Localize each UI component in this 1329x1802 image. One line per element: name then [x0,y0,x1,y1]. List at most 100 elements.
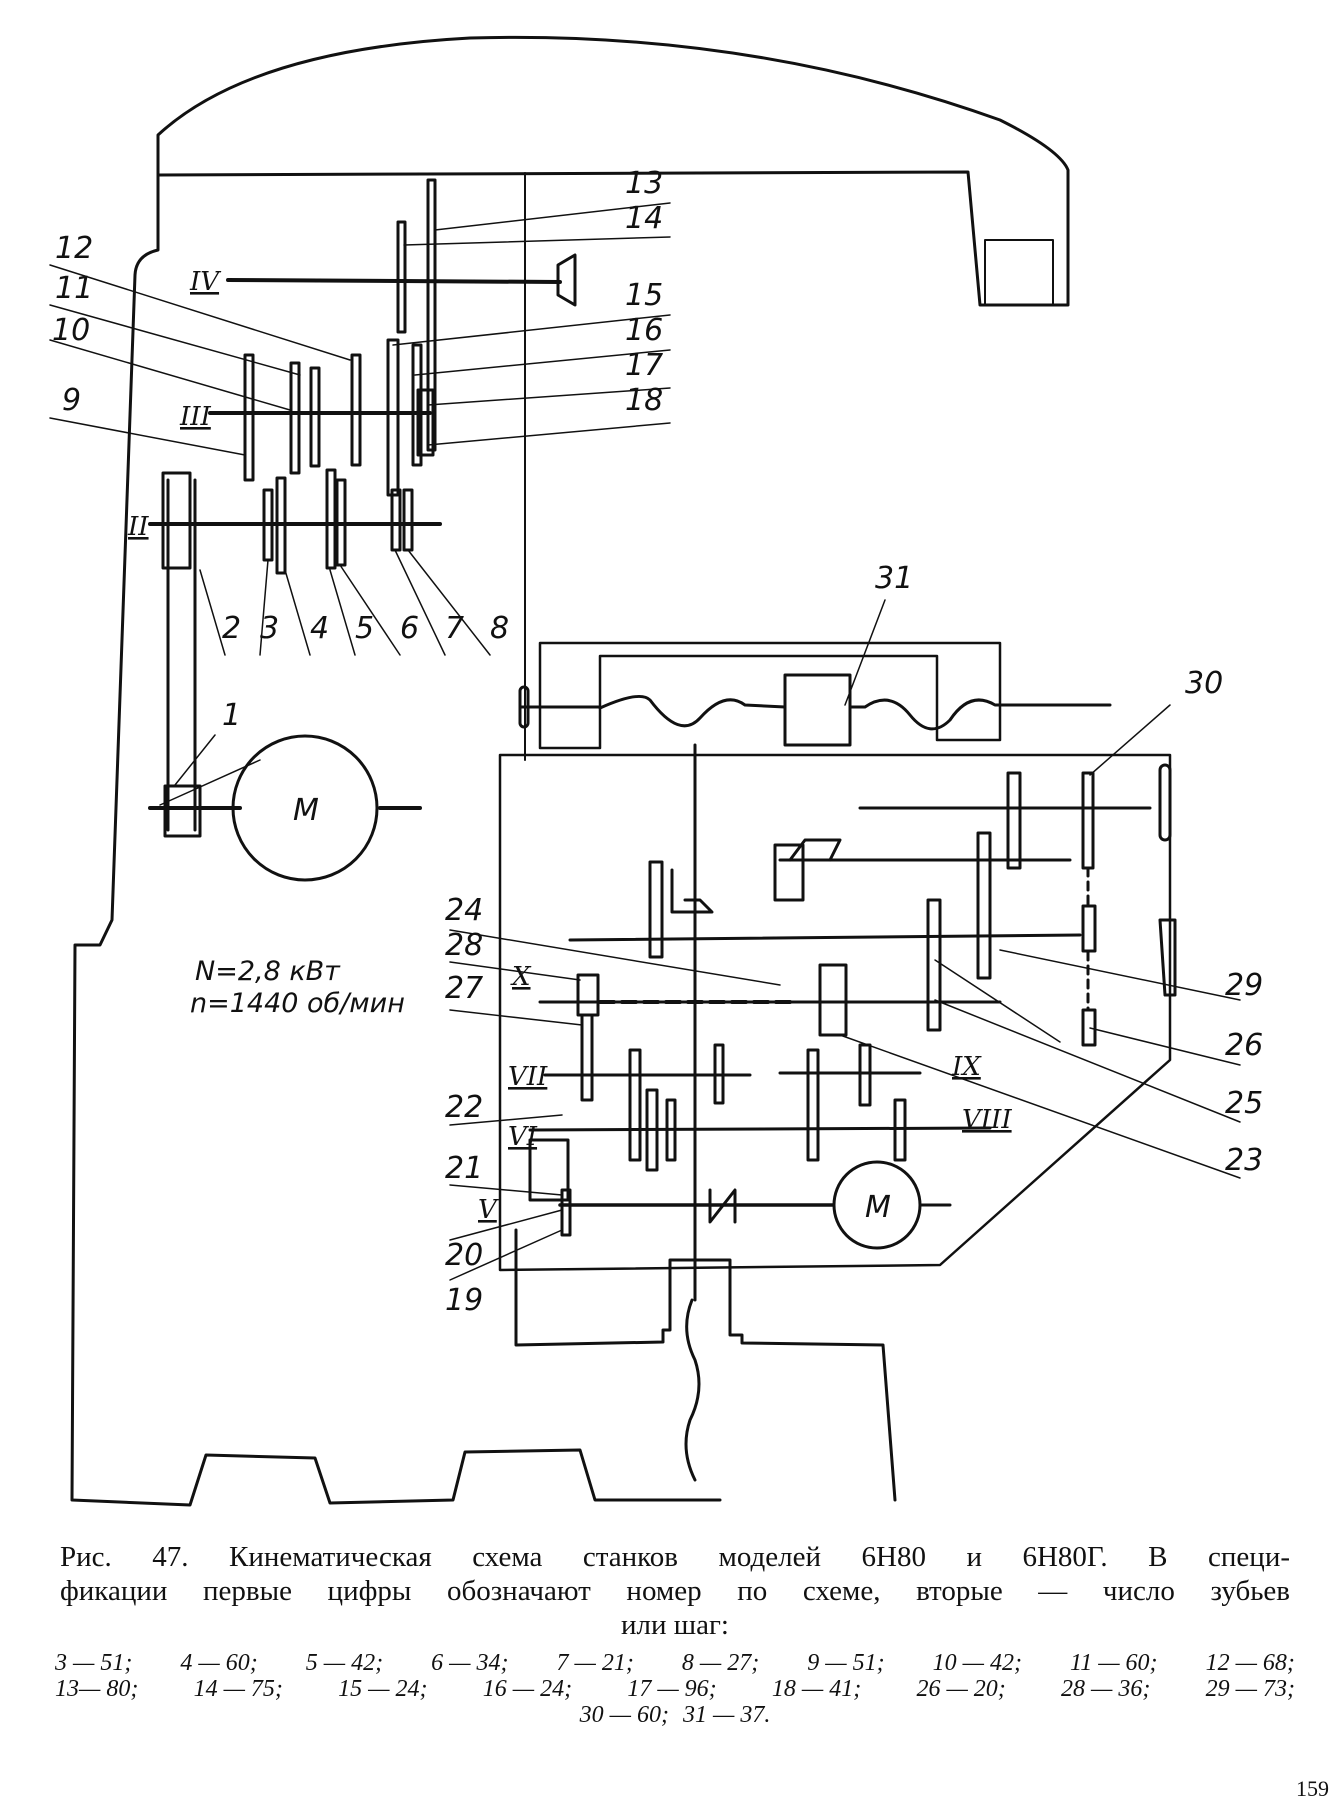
feed-motor-symbol: M [865,1190,891,1225]
gear-6 [335,478,347,567]
spec-item: 10 — 42; [932,1650,1022,1676]
spec-item: 31 — 37. [683,1702,771,1728]
spec-row-3: 30 — 60; 31 — 37. [55,1702,1295,1728]
caption-line-1: Рис. 47. Кинематическая схема станков мо… [60,1541,1290,1573]
gear-9 [243,353,255,482]
gear-15 [386,338,400,497]
page-number: 159 [1296,1776,1329,1801]
gear-cross [648,860,664,959]
part-label-8: 8 [490,611,509,646]
part-label-19: 19 [445,1283,483,1318]
handwheel-lower [1158,918,1177,997]
base-outline [514,1228,897,1502]
spec-item: 30 — 60; [579,1702,669,1728]
gear-11 [309,366,321,468]
spec-row-1: 3 — 51; 4 — 60; 5 — 42; 6 — 34; 7 — 21; … [55,1650,1295,1676]
handwheel-upper [1158,763,1172,842]
shaft-label-III: III [179,402,212,432]
part-label-17: 17 [625,348,663,383]
gear-block-IX [806,1048,820,1162]
part-label-31: 31 [875,561,913,596]
gear-26 [926,898,942,1032]
gear-8 [402,488,414,552]
part-label-2: 2 [222,611,241,646]
part-label-20: 20 [445,1238,483,1273]
gear-5 [325,468,337,570]
part-label-13: 13 [625,166,663,201]
shaft-VI-VIII [528,1126,992,1132]
bevel-gear-vertical [788,838,842,862]
bevel-gear-cross [670,868,714,914]
arbor-support-block [984,239,1054,306]
shaft-label-IX: IX [951,1052,982,1082]
spec-item: 29 — 73; [1205,1676,1295,1702]
part-label-29: 29 [1225,968,1263,1003]
gear-IX-2 [858,1043,872,1107]
gear-block-VII-2 [645,1088,659,1172]
part-label-22: 22 [445,1090,483,1125]
spec-item: 26 — 20; [916,1676,1006,1702]
gear-13 [426,178,437,452]
spec-item: 16 — 24; [482,1676,573,1702]
gear-17-18 [416,388,435,457]
gear-29 [1081,904,1097,953]
cross-feed-shaft [568,933,1082,942]
part-label-16: 16 [625,313,663,348]
spec-item: 13— 80; [55,1676,139,1702]
part-label-11: 11 [55,271,93,306]
shaft-label-IV: IV [189,267,221,297]
elevating-screw-wave [684,1298,701,1482]
part-label-26: 26 [1225,1028,1263,1063]
gear-VIII [893,1098,907,1162]
table-lead-screw [598,694,1112,731]
part-label-18: 18 [625,383,663,418]
shaft-label-VI: VI [508,1122,538,1152]
console-housing [498,753,1172,1272]
column-outline [70,173,722,1507]
spec-item: 3 — 51; [55,1650,133,1676]
spec-item: 15 — 24; [338,1676,428,1702]
spec-item: 8 — 27; [681,1650,760,1676]
spec-item: 7 — 21; [556,1650,634,1676]
kinematic-diagram: 13 14 15 16 17 18 12 11 10 9 2 3 4 5 6 7… [49,35,1263,1507]
part-label-9: 9 [62,383,81,418]
gear-block-VII-1 [628,1048,642,1162]
spec-row-2: 13— 80; 14 — 75; 15 — 24; 16 — 24; 17 — … [55,1676,1295,1702]
gear-28 [576,973,600,1017]
spec-item: 6 — 34; [431,1650,509,1676]
part-label-25: 25 [1225,1086,1263,1121]
gear-30 [1081,771,1095,870]
part-label-5: 5 [355,611,374,646]
gear-4 [275,476,287,575]
gear-10 [289,361,301,475]
gear-19-20-21 [560,1188,572,1237]
shaft-label-VIII: VIII [962,1105,1012,1135]
motor-speed-label: n=1440 об/мин [190,988,405,1019]
gear-16 [411,343,423,467]
machine-frame-outline [156,35,1070,307]
spec-item: 18 — 41; [771,1676,862,1702]
gear-27 [580,1013,594,1102]
vertical-bevel-housing [773,843,805,902]
shaft-label-VII: VII [508,1062,548,1092]
gear-block-VI [528,1138,570,1202]
caption-line-2: фикации первые цифры обозначают номер по… [60,1575,1290,1607]
part-label-15: 15 [625,278,663,313]
shaft-label-II: II [127,512,149,542]
shaft-IV [226,278,562,284]
spindle-head [556,253,577,307]
table-handwheel [518,685,530,729]
part-label-28: 28 [445,928,483,963]
part-label-1: 1 [222,698,241,733]
table-nut-housing [783,673,852,747]
part-label-7: 7 [445,611,464,646]
spec-item: 14 — 75; [193,1676,283,1702]
part-label-24: 24 [445,893,483,928]
shaft-label-V: V [478,1195,499,1225]
pulley-1 [163,784,202,838]
caption-line-3: или шаг: [621,1609,729,1641]
part-label-14: 14 [625,201,663,236]
gear-vertical [976,831,992,980]
spec-item: 4 — 60; [180,1650,258,1676]
gear-12 [350,353,362,467]
